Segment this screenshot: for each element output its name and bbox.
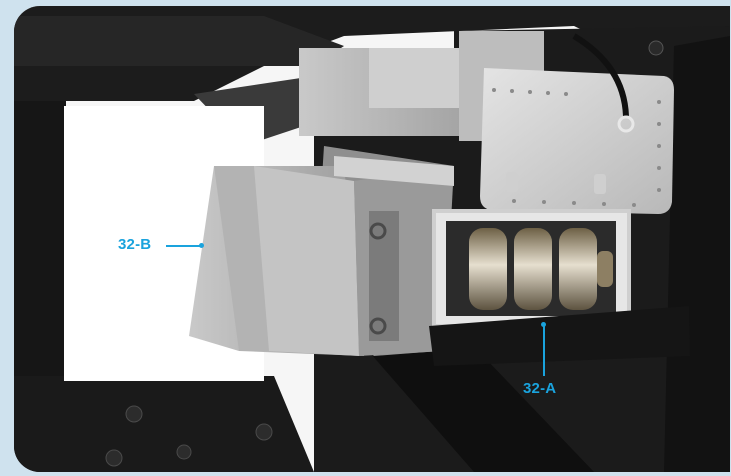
callout-label-32a: 32-A <box>523 380 557 397</box>
assembly-illustration <box>14 6 730 472</box>
callout-dot-32b <box>199 243 204 248</box>
callout-leader-32a <box>543 324 545 376</box>
product-photo <box>14 6 730 472</box>
callout-label-32b: 32-B <box>118 236 152 253</box>
callout-leader-32b <box>166 245 200 247</box>
